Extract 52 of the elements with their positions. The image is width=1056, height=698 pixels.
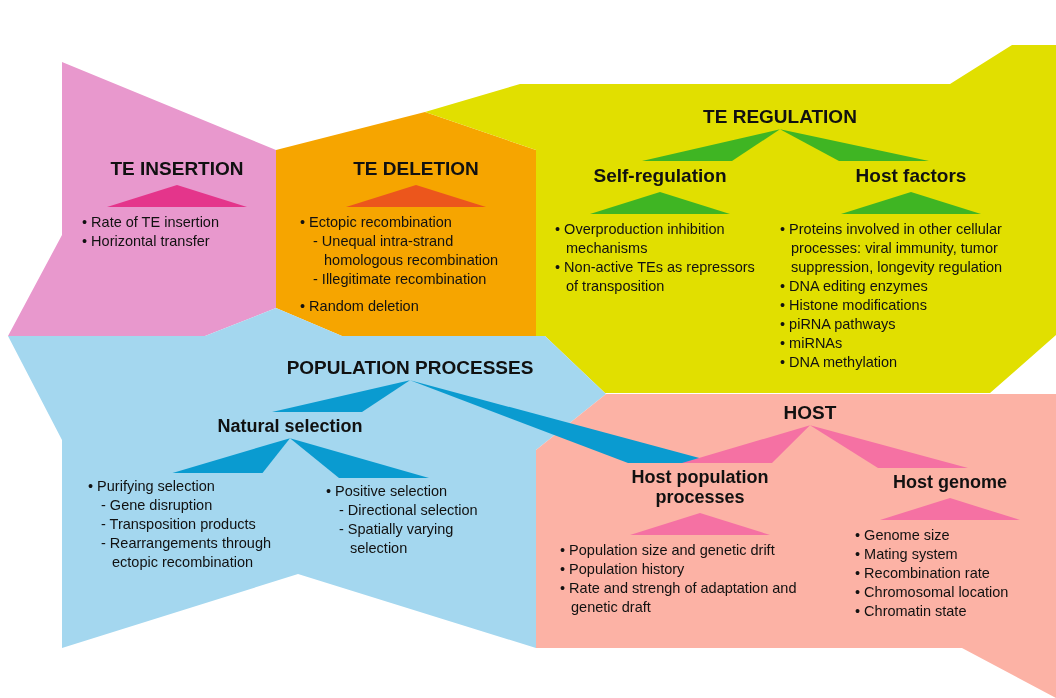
wedge-connector: [810, 425, 968, 468]
triangle-wedge: [630, 513, 770, 536]
bullet-item: • Ectopic recombination: [300, 213, 453, 233]
bullet-item: • piRNA pathways: [780, 315, 897, 335]
wedge-connector: [272, 380, 410, 412]
subheading: Natural selection: [217, 416, 363, 437]
subheading: Host factors: [855, 165, 967, 187]
bullet-item: • DNA editing enzymes: [780, 277, 929, 297]
section-heading: HOST: [783, 402, 837, 424]
bullet-item: • Purifying selection: [88, 477, 216, 496]
wedge-connector: [780, 129, 929, 161]
section-heading: TE DELETION: [353, 158, 479, 180]
bullet-item: • Chromosomal location: [855, 583, 1010, 603]
subheading: Host genome: [893, 472, 1007, 493]
triangle-wedge: [590, 192, 730, 215]
subheading: Host population processes: [630, 467, 770, 508]
wedge-connector: [290, 438, 429, 478]
bullet-item: • Overproduction inhibition mechanisms: [555, 220, 726, 259]
bullet-item: • DNA methylation: [780, 353, 899, 373]
wedge-connector: [682, 425, 810, 463]
bullet-item: • Chromatin state: [855, 602, 968, 622]
bullet-item: • Recombination rate: [855, 564, 991, 584]
bullet-item: - Spatially varying selection: [339, 520, 455, 558]
bullet-item: • Rate of TE insertion: [82, 213, 220, 233]
triangle-wedge: [880, 498, 1020, 521]
bullet-item: • Genome size: [855, 526, 951, 546]
bullet-item: - Rearrangements through ectopic recombination: [101, 534, 273, 572]
triangle-wedge: [346, 185, 486, 208]
bullet-item: • Proteins involved in other cellular processes: viral immunity, tumor suppression, longevity regulation: [780, 220, 1004, 278]
bullet-item: • Rate and strengh of adaptation and genetic draft: [560, 579, 798, 618]
bullet-item: • miRNAs: [780, 334, 844, 354]
bullet-item: • Random deletion: [300, 297, 420, 317]
bullet-item: • Non-active TEs as repressors of transposition: [555, 258, 756, 297]
wedge-connector: [642, 129, 780, 161]
bullet-item: • Population history: [560, 560, 686, 580]
bullet-item: • Positive selection: [326, 482, 449, 501]
bullet-item: • Horizontal transfer: [82, 232, 211, 252]
section-heading: TE INSERTION: [110, 158, 244, 180]
triangle-wedge: [107, 185, 247, 208]
section-heading: TE REGULATION: [703, 106, 857, 128]
bullet-item: - Illegitimate recombination: [313, 270, 488, 290]
bullet-item: • Histone modifications: [780, 296, 928, 316]
bullet-item: • Population size and genetic drift: [560, 541, 776, 561]
bullet-item: - Unequal intra-strand homologous recombination: [313, 232, 500, 271]
subheading: Self-regulation: [593, 165, 727, 187]
wedge-connector: [172, 438, 290, 473]
bullet-item: - Directional selection: [339, 501, 479, 520]
triangle-wedge: [841, 192, 981, 215]
bullet-item: • Mating system: [855, 545, 959, 565]
section-heading: POPULATION PROCESSES: [286, 357, 534, 379]
bullet-item: - Transposition products: [101, 515, 257, 534]
bullet-item: - Gene disruption: [101, 496, 214, 515]
